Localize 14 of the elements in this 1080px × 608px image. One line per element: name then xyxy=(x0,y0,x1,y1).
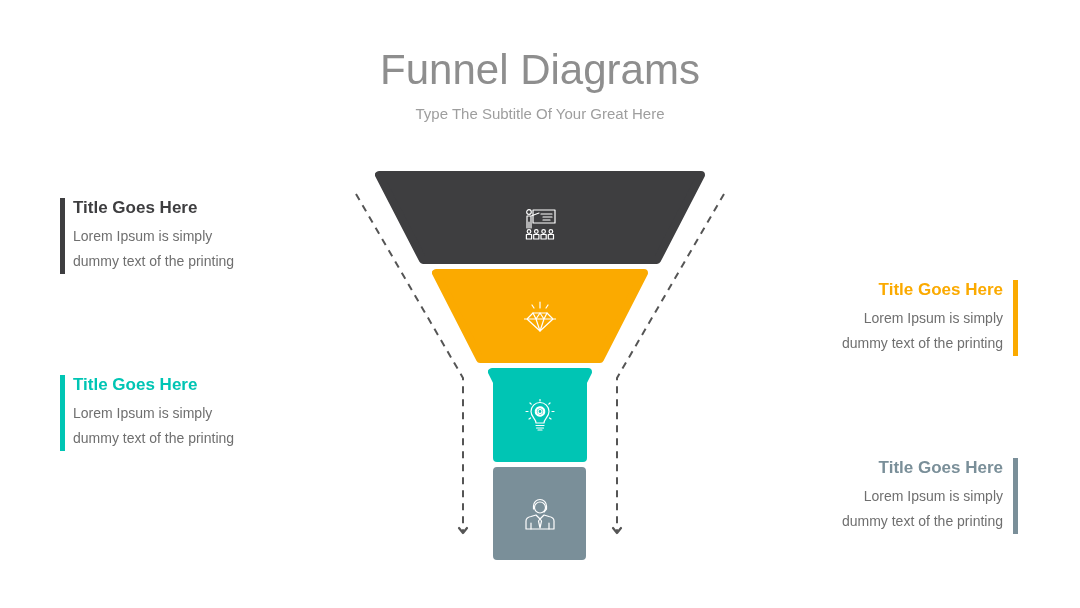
funnel-segment xyxy=(375,171,705,264)
callout-title: Title Goes Here xyxy=(878,280,1003,300)
funnel-segment xyxy=(432,269,648,363)
subtitle: Type The Subtitle Of Your Great Here xyxy=(414,104,666,124)
callout-title: Title Goes Here xyxy=(73,198,198,218)
title: Funnel Diagrams xyxy=(379,45,701,95)
callout-title: Title Goes Here xyxy=(878,458,1003,478)
callout-text: Lorem Ipsum is simply dummy text of the printing xyxy=(840,309,1003,353)
callout-text: Lorem Ipsum is simply dummy text of the printing xyxy=(73,404,236,448)
callout-text: Lorem Ipsum is simply dummy text of the printing xyxy=(840,487,1003,531)
callout-text: Lorem Ipsum is simply dummy text of the printing xyxy=(73,227,236,271)
callout-title: Title Goes Here xyxy=(73,375,198,395)
funnel-segment xyxy=(493,467,586,560)
funnel-segment xyxy=(488,368,592,462)
